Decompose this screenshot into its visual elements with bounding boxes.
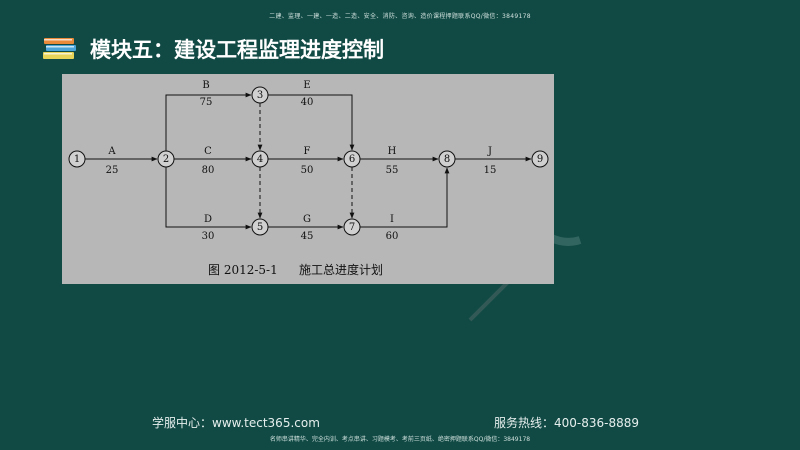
activity-duration-j: 15 [484, 165, 497, 176]
activity-arrow-d [165, 167, 252, 230]
activity-duration-c: 80 [202, 165, 215, 176]
activity-duration-f: 50 [301, 165, 314, 176]
node-label-4: 4 [257, 154, 263, 165]
node-label-9: 9 [537, 154, 543, 165]
node-3: 3 [251, 86, 269, 104]
books-icon [43, 38, 76, 59]
activity-arrow-e [268, 94, 355, 151]
activity-duration-e: 40 [301, 97, 314, 108]
activity-name-h: H [388, 146, 397, 157]
node-label-6: 6 [349, 154, 355, 165]
footer-hotline: 服务热线：400-836-8889 [494, 416, 640, 430]
activity-duration-g: 45 [301, 231, 314, 242]
node-circle-1 [68, 150, 86, 168]
page-title: 模块五：建设工程监理进度控制 [90, 38, 384, 62]
footer: 学服中心：www.tect365.com 服务热线：400-836-8889 [0, 414, 800, 434]
activity-name-d: D [204, 214, 212, 225]
node-circle-5 [251, 218, 269, 236]
node-4: 4 [251, 150, 269, 168]
bottom-note: 名师串讲精华、完全内训、考点串讲、习题模考、考前三页纸、绝密押题联系QQ/微信：… [269, 436, 531, 443]
activity-name-b: B [202, 80, 209, 91]
activity-name-i: I [390, 214, 394, 225]
node-label-7: 7 [349, 222, 355, 233]
figure-caption-number: 图 2012-5-1 [208, 263, 278, 277]
node-label-1: 1 [74, 154, 80, 165]
activity-duration-a: 25 [106, 165, 119, 176]
node-6: 6 [343, 150, 361, 168]
node-label-2: 2 [163, 154, 169, 165]
node-label-5: 5 [257, 222, 263, 233]
node-circle-4 [251, 150, 269, 168]
node-circle-2 [157, 150, 175, 168]
node-circle-8 [438, 150, 456, 168]
activity-duration-b: 75 [200, 97, 213, 108]
activity-name-c: C [204, 146, 212, 157]
node-8: 8 [438, 150, 456, 168]
activity-name-e: E [303, 80, 310, 91]
node-7: 7 [343, 218, 361, 236]
activity-name-j: J [487, 146, 492, 157]
activity-name-f: F [304, 146, 311, 157]
title-bar: 模块五：建设工程监理进度控制 [42, 32, 384, 66]
activity-name-a: A [107, 146, 116, 157]
activity-arrow-i [360, 167, 450, 228]
figure-caption-text: 施工总进度计划 [299, 262, 383, 277]
activity-duration-h: 55 [386, 165, 399, 176]
node-circle-6 [343, 150, 361, 168]
node-2: 2 [157, 150, 175, 168]
activity-name-g: G [303, 214, 311, 225]
node-5: 5 [251, 218, 269, 236]
node-9: 9 [531, 150, 549, 168]
activity-duration-i: 60 [386, 231, 399, 242]
node-circle-3 [251, 86, 269, 104]
node-circle-9 [531, 150, 549, 168]
top-note: 二建、监理、一建、一造、二造、安全、消防、咨询、造价课程押题联系QQ/微信：38… [269, 13, 531, 20]
footer-website: 学服中心：www.tect365.com [152, 416, 320, 430]
activity-arrow-b [165, 92, 252, 151]
node-circle-7 [343, 218, 361, 236]
node-label-8: 8 [444, 154, 450, 165]
node-label-3: 3 [257, 90, 263, 101]
activity-duration-d: 30 [202, 231, 215, 242]
node-1: 1 [68, 150, 86, 168]
